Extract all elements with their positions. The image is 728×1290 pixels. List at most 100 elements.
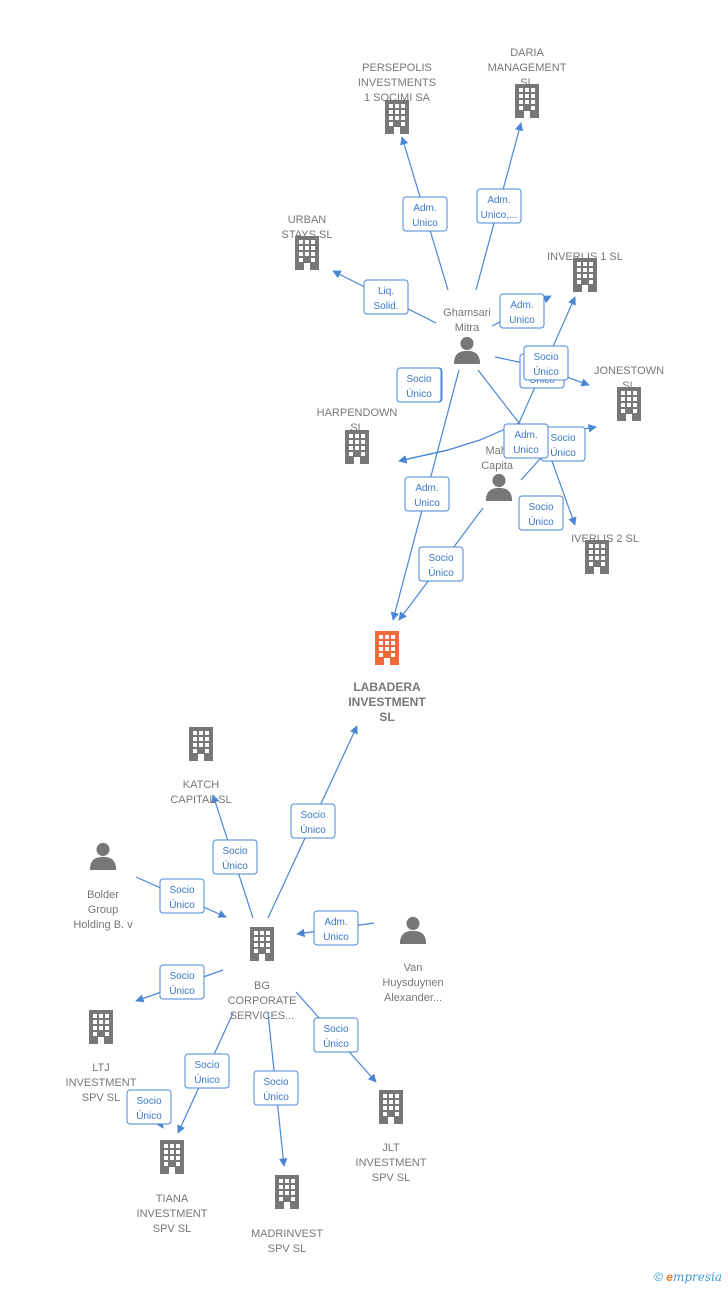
building-icon [585, 540, 609, 574]
edge-label-text: Único [263, 1090, 289, 1103]
edge-label-text: Socio [528, 502, 553, 513]
edge-label-box [418, 546, 464, 582]
edge-label-text: Adm. [510, 300, 533, 311]
node-label: INVESTMENT [66, 1077, 137, 1089]
edge-label-box [404, 476, 450, 512]
edge-label-box [253, 1070, 299, 1106]
building-icon [250, 927, 274, 961]
edge-label-e2[interactable]: Adm.Unico,... [476, 188, 522, 224]
building-icon [275, 1175, 299, 1209]
node-label: CORPORATE [228, 995, 297, 1007]
edge-label-text: Socio [428, 553, 453, 564]
edge-label-e9[interactable]: Adm. Unico [503, 423, 549, 459]
node-label: CAPITAL SL [170, 794, 231, 806]
edge-label-e3[interactable]: Liq. Solid. [363, 279, 409, 315]
edge-label-text: Unico [323, 932, 349, 943]
node-label: INVERLIS 1 SL [547, 251, 623, 263]
edge-label-text: Unico [513, 445, 539, 456]
edge-label-box [402, 196, 448, 232]
node-label: SL [622, 380, 635, 392]
building-icon [379, 1090, 403, 1124]
node-label: Ghamsari [443, 307, 491, 319]
node-label: INVESTMENT [348, 695, 426, 709]
edge-label-text: Único [169, 898, 195, 911]
edge-label-e1[interactable]: Adm.Unico [402, 196, 448, 232]
edge-label-box [518, 495, 564, 531]
person-icon [89, 842, 117, 870]
node-label: SL [520, 77, 533, 89]
edge-label-text: Unico [509, 315, 535, 326]
node-label: SPV SL [268, 1243, 307, 1255]
edge-label-text: Socio [550, 433, 575, 444]
edge-line [398, 449, 449, 464]
edge-label-text: Adm. [514, 430, 537, 441]
edge-label-e16[interactable]: Adm.Unico [313, 910, 359, 946]
node-label: SERVICES... [230, 1010, 295, 1022]
edge-label-text: Liq. [378, 286, 394, 297]
edge-label-text: Socio [263, 1077, 288, 1088]
node-label: Bolder [87, 889, 119, 901]
node-bg[interactable]: BGCORPORATESERVICES... [228, 927, 297, 1022]
edge-label-text: Único [136, 1109, 162, 1122]
edge-label-text: Solid. [373, 301, 398, 312]
edge-label-box [184, 1053, 230, 1089]
node-inverlis2[interactable]: IVERLIS 2 SL [571, 533, 639, 574]
edge-label-text: Socio [222, 846, 247, 857]
edge-label-text: Socio [300, 810, 325, 821]
edge-label-text: Adm. [415, 483, 438, 494]
edges-layer [135, 122, 597, 1167]
node-inverlis1[interactable]: INVERLIS 1 SL [547, 251, 623, 292]
person-icon [485, 473, 513, 501]
node-label: INVESTMENT [137, 1208, 208, 1220]
edge-label-text: Unico [414, 498, 440, 509]
edge-label-e10[interactable]: Adm. Unico [404, 476, 450, 512]
node-katch[interactable]: KATCH CAPITAL SL [170, 727, 232, 806]
node-label: SPV SL [372, 1172, 411, 1184]
node-label: KATCH [183, 779, 220, 791]
node-label: Van [404, 962, 423, 974]
node-label: TIANA [156, 1193, 189, 1205]
node-label: DARIA [510, 47, 544, 59]
building-icon [295, 236, 319, 270]
edge-label-box [159, 964, 205, 1000]
edge-label-text: Único [194, 1073, 220, 1086]
node-label: Alexander... [384, 992, 442, 1004]
edge-label-box [313, 1017, 359, 1053]
node-label: STAYS SL [282, 229, 333, 241]
node-label: Group [88, 904, 119, 916]
edge-label-e4[interactable]: Adm. Unico [499, 293, 545, 329]
node-label: INVESTMENT [356, 1157, 427, 1169]
footer-brand[interactable]: © empresia [654, 1270, 722, 1284]
node-van[interactable]: VanHuysduynenAlexander... [382, 916, 444, 1004]
edge-label-text: Único [528, 515, 554, 528]
building-icon [89, 1010, 113, 1044]
building-icon [617, 387, 641, 421]
edge-label-box [212, 839, 258, 875]
